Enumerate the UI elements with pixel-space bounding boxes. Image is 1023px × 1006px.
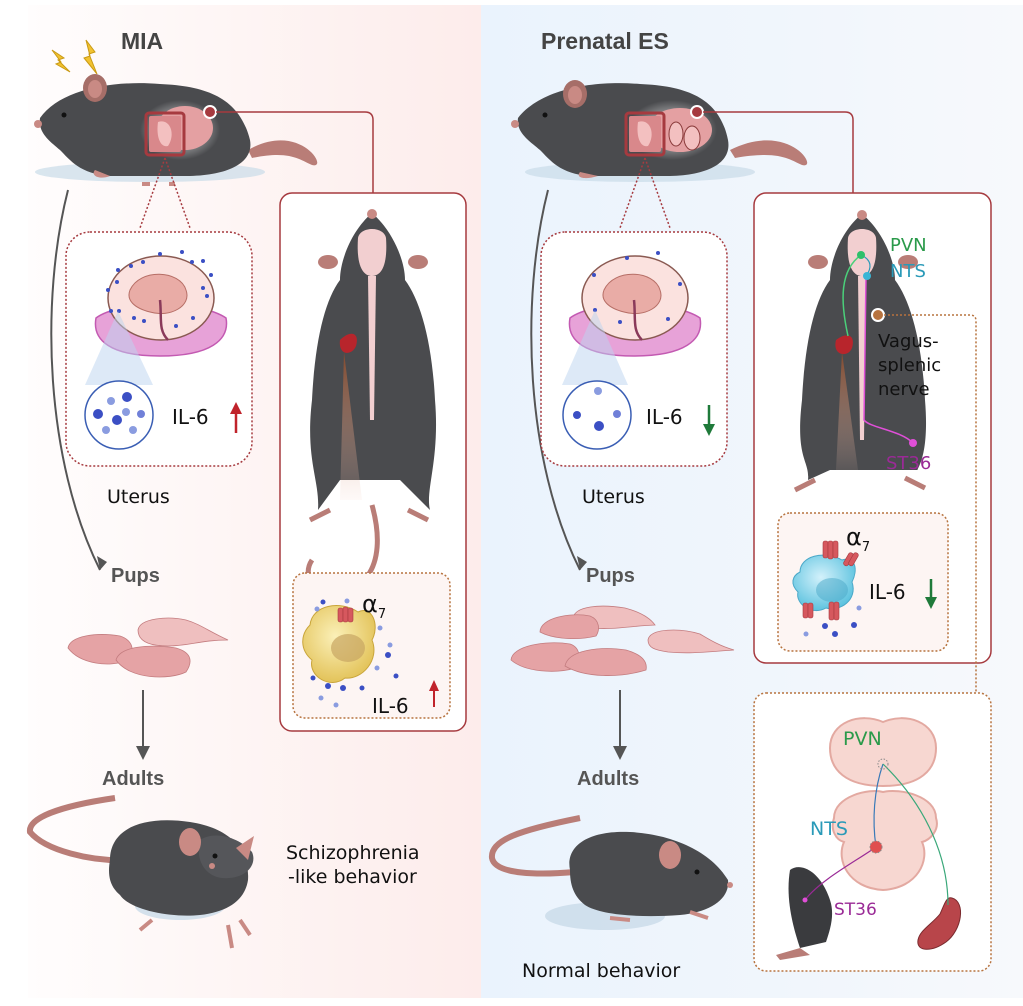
- brain-nts-label: NTS: [810, 818, 848, 840]
- il6-particles-uterus-mia: [106, 250, 213, 328]
- outcome-label-mia-line2: -like behavior: [288, 866, 417, 888]
- il6-particles-spleen-mia: [310, 598, 399, 708]
- stage-label-pups-mia: Pups: [111, 565, 160, 587]
- callout-dot: [690, 105, 704, 119]
- st36-node: [802, 897, 808, 903]
- brain-coronal-section-pvn: [828, 717, 938, 788]
- timeline-arrow: [530, 189, 581, 571]
- uterus-highlight-box: [624, 111, 666, 157]
- alpha7-receptor-icon: [337, 606, 354, 623]
- alpha7-receptor-icon: [802, 540, 859, 621]
- callout-connector: [216, 111, 374, 193]
- vagus-nerve-label-line1: Vagus-: [878, 331, 939, 352]
- callout-dot: [871, 308, 885, 322]
- callout-connector: [703, 111, 854, 193]
- uterus-highlight-box: [144, 111, 186, 157]
- pvn-node: [857, 251, 865, 259]
- alpha7-label-es: α7: [846, 523, 871, 555]
- st36-label: ST36: [886, 453, 932, 474]
- vagus-nerve-label-line2: splenic: [878, 355, 942, 376]
- il6-molecules-mia: [93, 392, 145, 434]
- vagus-nerve-label-line3: nerve: [878, 379, 930, 400]
- nts-label: NTS: [890, 261, 926, 282]
- pups-es: [510, 605, 735, 676]
- il6-molecules-es: [573, 387, 621, 431]
- il6-decrease-arrow-icon: [703, 405, 715, 436]
- brain-pvn-label: PVN: [843, 728, 882, 750]
- dorsal-mouse-es: [793, 210, 927, 493]
- alpha7-label-mia: α7: [362, 590, 387, 622]
- il6-label-spleen-mia: IL-6: [372, 694, 409, 718]
- callout-dot: [203, 105, 217, 119]
- zoom-fan-lines: [619, 157, 671, 229]
- pups-mia: [67, 617, 229, 678]
- stage-label-adults-es: Adults: [577, 768, 640, 790]
- hindleg-st36-illustration: [776, 867, 833, 960]
- il6-particles-spleen-es: [803, 605, 862, 637]
- nts-node: [869, 840, 883, 854]
- adult-mouse-normal: [488, 815, 733, 930]
- brain-st36-label: ST36: [834, 900, 877, 920]
- macrophage-es: [792, 540, 859, 621]
- il6-label-uterus-mia: IL-6: [172, 405, 209, 429]
- il6-magnified-circle-es: [562, 380, 632, 450]
- uterus-caption-mia: Uterus: [107, 486, 170, 508]
- timeline-arrow: [50, 189, 101, 571]
- adult-mouse-schizophrenia: [27, 795, 254, 949]
- spleen-organ-icon: [917, 897, 961, 950]
- st36-node: [909, 439, 917, 447]
- stage-label-pups-es: Pups: [586, 565, 635, 587]
- spleen-inset-es: [777, 512, 949, 652]
- il6-label-uterus-es: IL-6: [646, 405, 683, 429]
- nts-node: [863, 272, 871, 280]
- il6-particles-uterus-es: [592, 251, 682, 324]
- zoom-fan-lines: [139, 157, 191, 229]
- pvn-label: PVN: [890, 235, 927, 256]
- stage-label-adults-mia: Adults: [102, 768, 165, 790]
- pregnant-mouse-mia: [34, 74, 318, 186]
- il6-increase-arrow-icon: [230, 402, 242, 433]
- il6-decrease-arrow-icon: [925, 579, 937, 609]
- outcome-label-mia-line1: Schizophrenia: [286, 842, 420, 864]
- il6-label-spleen-es: IL-6: [869, 580, 906, 604]
- panel-title-mia: MIA: [121, 28, 164, 54]
- il6-increase-arrow-icon: [429, 680, 439, 707]
- macrophage-mia: [302, 605, 376, 683]
- neural-pathway-lines: [804, 763, 949, 906]
- uterus-embryo-illustration: [568, 255, 702, 357]
- outcome-label-es: Normal behavior: [522, 960, 681, 982]
- pregnant-mouse-es: [511, 80, 808, 182]
- lightning-bolt-icon: [51, 39, 98, 75]
- panel-title-prenatal-es: Prenatal ES: [541, 28, 669, 54]
- brainstem-section-nts: [831, 790, 938, 892]
- pvn-node: [877, 758, 889, 770]
- uterus-caption-es: Uterus: [582, 486, 645, 508]
